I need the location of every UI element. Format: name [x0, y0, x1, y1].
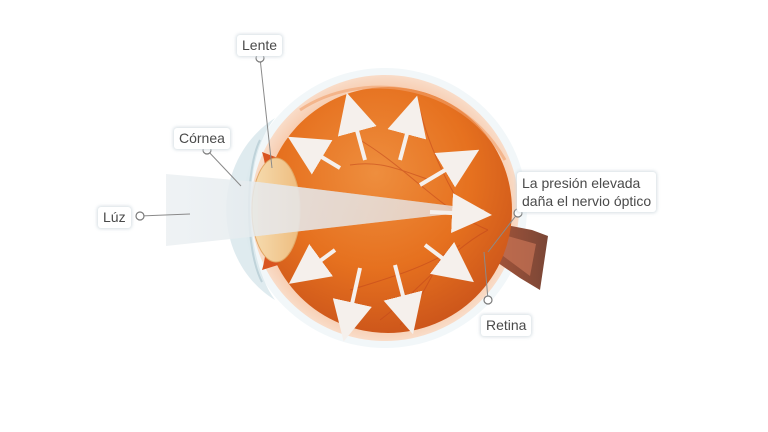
pressure-arrow-icon	[337, 92, 377, 161]
label-pressure-note: La presión elevada daña el nervio óptico	[517, 172, 657, 212]
pressure-arrow-icon	[383, 264, 423, 335]
callout-dot-icon	[483, 295, 493, 305]
pressure-arrow-icon	[332, 267, 372, 342]
cornea	[226, 118, 275, 300]
pressure-arrow-icon	[418, 149, 480, 188]
pressure-arrow-icon	[423, 241, 474, 283]
label-retina: Retina	[481, 315, 532, 336]
pressure-arrow-icon	[387, 95, 427, 161]
pressure-arrow-icon	[429, 193, 492, 234]
pressure-arrow-icon	[287, 136, 342, 175]
label-cornea: Córnea	[174, 128, 230, 149]
label-pressure-line-1: La presión elevada	[522, 175, 641, 191]
pressure-arrows	[287, 92, 492, 342]
label-luz: Lúz	[98, 207, 131, 228]
callout-dot-icon	[135, 211, 145, 221]
pressure-arrow-icon	[288, 244, 337, 284]
label-lente: Lente	[237, 35, 283, 56]
label-pressure-line-2: daña el nervio óptico	[522, 193, 652, 209]
leader-lines	[139, 57, 519, 301]
